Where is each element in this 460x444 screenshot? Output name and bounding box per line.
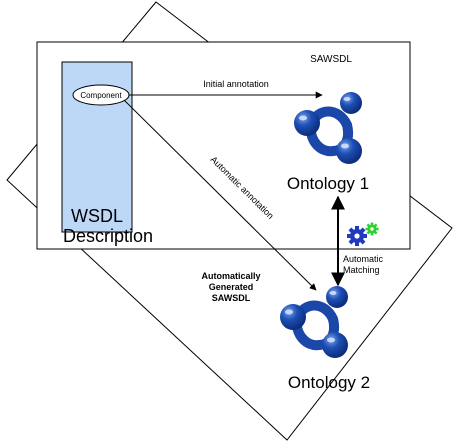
matching-label-line1: Automatic	[343, 254, 384, 264]
initial-annotation-label: Initial annotation	[203, 79, 269, 89]
wsdl-label-line1: WSDL	[71, 206, 123, 226]
generated-label-line1: Automatically	[201, 271, 260, 281]
ontology-2-label: Ontology 2	[288, 373, 370, 392]
component-label: Component	[80, 91, 122, 100]
automatic-annotation-arrow	[123, 99, 317, 291]
gear-green-icon	[365, 222, 379, 236]
generated-label-line2: Generated	[209, 282, 254, 292]
sawsdl-label: SAWSDL	[310, 54, 352, 65]
ontology-1-label: Ontology 1	[287, 174, 369, 193]
matching-label-line2: Matching	[343, 265, 380, 275]
generated-label-line3: SAWSDL	[212, 293, 251, 303]
gear-blue-icon	[347, 226, 367, 246]
wsdl-label-line2: Description	[63, 226, 153, 246]
